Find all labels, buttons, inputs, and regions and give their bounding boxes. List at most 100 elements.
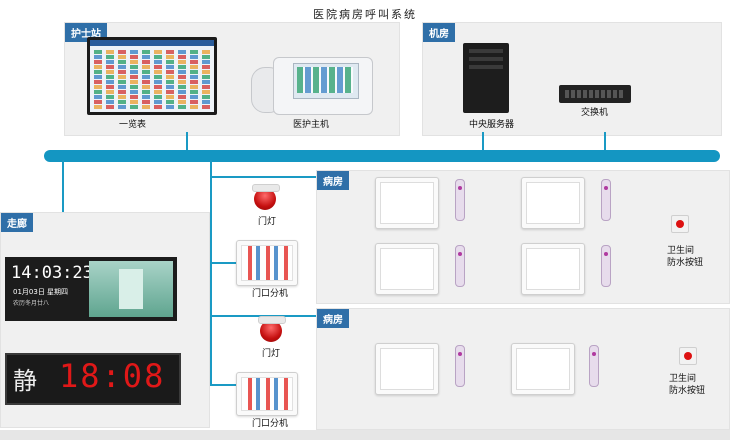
door-lamp-1-base <box>252 184 280 192</box>
door-unit-2-label: 门口分机 <box>252 419 289 429</box>
overview-cell <box>178 90 186 94</box>
overview-cell <box>142 105 150 109</box>
switch-label: 交换机 <box>581 108 609 118</box>
call-pendant <box>589 345 599 387</box>
door-unit1-link-line <box>210 262 238 264</box>
overview-cell <box>106 65 114 69</box>
door-unit2-link-line <box>210 384 238 386</box>
overview-cell <box>166 80 174 84</box>
toilet-button-1-line2: 防水按钮 <box>667 258 704 268</box>
overview-cell <box>130 65 138 69</box>
overview-cell <box>130 90 138 94</box>
bottom-band <box>0 430 730 440</box>
overview-cell <box>202 105 210 109</box>
overview-cell <box>202 50 210 54</box>
corridor-panel: 走廊 14:03:23 01月03日 星期四 农历冬月廿八 静 18:08 <box>0 212 210 428</box>
nurse-link-line <box>186 132 188 152</box>
overview-cell <box>130 100 138 104</box>
door-lamp-1 <box>254 188 276 210</box>
overview-cell <box>118 65 126 69</box>
overview-cell <box>166 70 174 74</box>
host-device <box>251 57 373 115</box>
overview-cell <box>106 100 114 104</box>
door-lamp-1-label: 门灯 <box>258 217 277 227</box>
overview-cell <box>178 75 186 79</box>
ward1-link-line <box>210 176 316 178</box>
ward1-tag: 病房 <box>317 171 349 190</box>
overview-cell <box>118 80 126 84</box>
overview-cell <box>154 55 162 59</box>
machine-room-panel: 机房 中央服务器 交换机 <box>422 22 722 136</box>
call-pendant <box>455 245 465 287</box>
overview-cell <box>190 70 198 74</box>
door-lamp-2-label: 门灯 <box>262 349 281 359</box>
overview-cell <box>94 95 102 99</box>
overview-cell <box>154 70 162 74</box>
overview-cell <box>202 100 210 104</box>
overview-cell <box>130 75 138 79</box>
overview-cell <box>94 50 102 54</box>
overview-cell <box>142 95 150 99</box>
overview-cell <box>166 50 174 54</box>
overview-cell <box>94 60 102 64</box>
bed-terminal <box>375 243 439 295</box>
overview-cell <box>106 80 114 84</box>
overview-cell <box>142 85 150 89</box>
overview-cell <box>142 55 150 59</box>
overview-cell <box>94 75 102 79</box>
overview-cell <box>154 85 162 89</box>
overview-cell <box>178 70 186 74</box>
ward-trunk-line <box>210 160 212 385</box>
overview-cell <box>166 95 174 99</box>
server-link-line <box>482 132 484 152</box>
overview-cell <box>202 95 210 99</box>
overview-cell <box>130 80 138 84</box>
toilet-button-1-line1: 卫生间 <box>667 246 695 256</box>
ward2-tag: 病房 <box>317 309 349 328</box>
overview-cell <box>190 100 198 104</box>
overview-cell <box>106 55 114 59</box>
overview-cell <box>118 70 126 74</box>
ward2-panel: 病房 卫生间 防水按钮 <box>316 308 730 430</box>
overview-cell <box>142 100 150 104</box>
bed-terminal <box>521 243 585 295</box>
overview-cell <box>94 65 102 69</box>
overview-cell <box>106 85 114 89</box>
overview-cell <box>202 65 210 69</box>
toilet-button-2 <box>679 347 697 365</box>
overview-cell <box>130 105 138 109</box>
overview-cell <box>142 70 150 74</box>
overview-cell <box>106 90 114 94</box>
overview-cell <box>154 75 162 79</box>
overview-cell <box>178 80 186 84</box>
overview-cell <box>178 50 186 54</box>
overview-cell <box>190 75 198 79</box>
host-label: 医护主机 <box>293 120 330 130</box>
overview-cell <box>178 60 186 64</box>
overview-cell <box>178 100 186 104</box>
overview-cell <box>166 55 174 59</box>
overview-cell <box>202 70 210 74</box>
overview-cell <box>154 100 162 104</box>
overview-cell <box>106 50 114 54</box>
overview-cell <box>142 75 150 79</box>
overview-cell <box>190 65 198 69</box>
overview-cell <box>190 80 198 84</box>
overview-screen-device <box>87 37 217 115</box>
overview-cell <box>166 75 174 79</box>
overview-cell <box>154 50 162 54</box>
toilet-button-2-line2: 防水按钮 <box>669 386 706 396</box>
overview-cell <box>166 90 174 94</box>
overview-cell <box>202 75 210 79</box>
call-pendant <box>455 179 465 221</box>
overview-cell <box>202 80 210 84</box>
network-bus <box>44 150 720 162</box>
overview-cell <box>118 90 126 94</box>
overview-cell <box>166 60 174 64</box>
overview-cell <box>190 55 198 59</box>
overview-cell <box>178 55 186 59</box>
corridor-time-display: 14:03:23 01月03日 星期四 农历冬月廿八 <box>5 257 177 321</box>
overview-cell <box>118 105 126 109</box>
led-char: 静 <box>13 367 37 395</box>
overview-cell <box>130 50 138 54</box>
